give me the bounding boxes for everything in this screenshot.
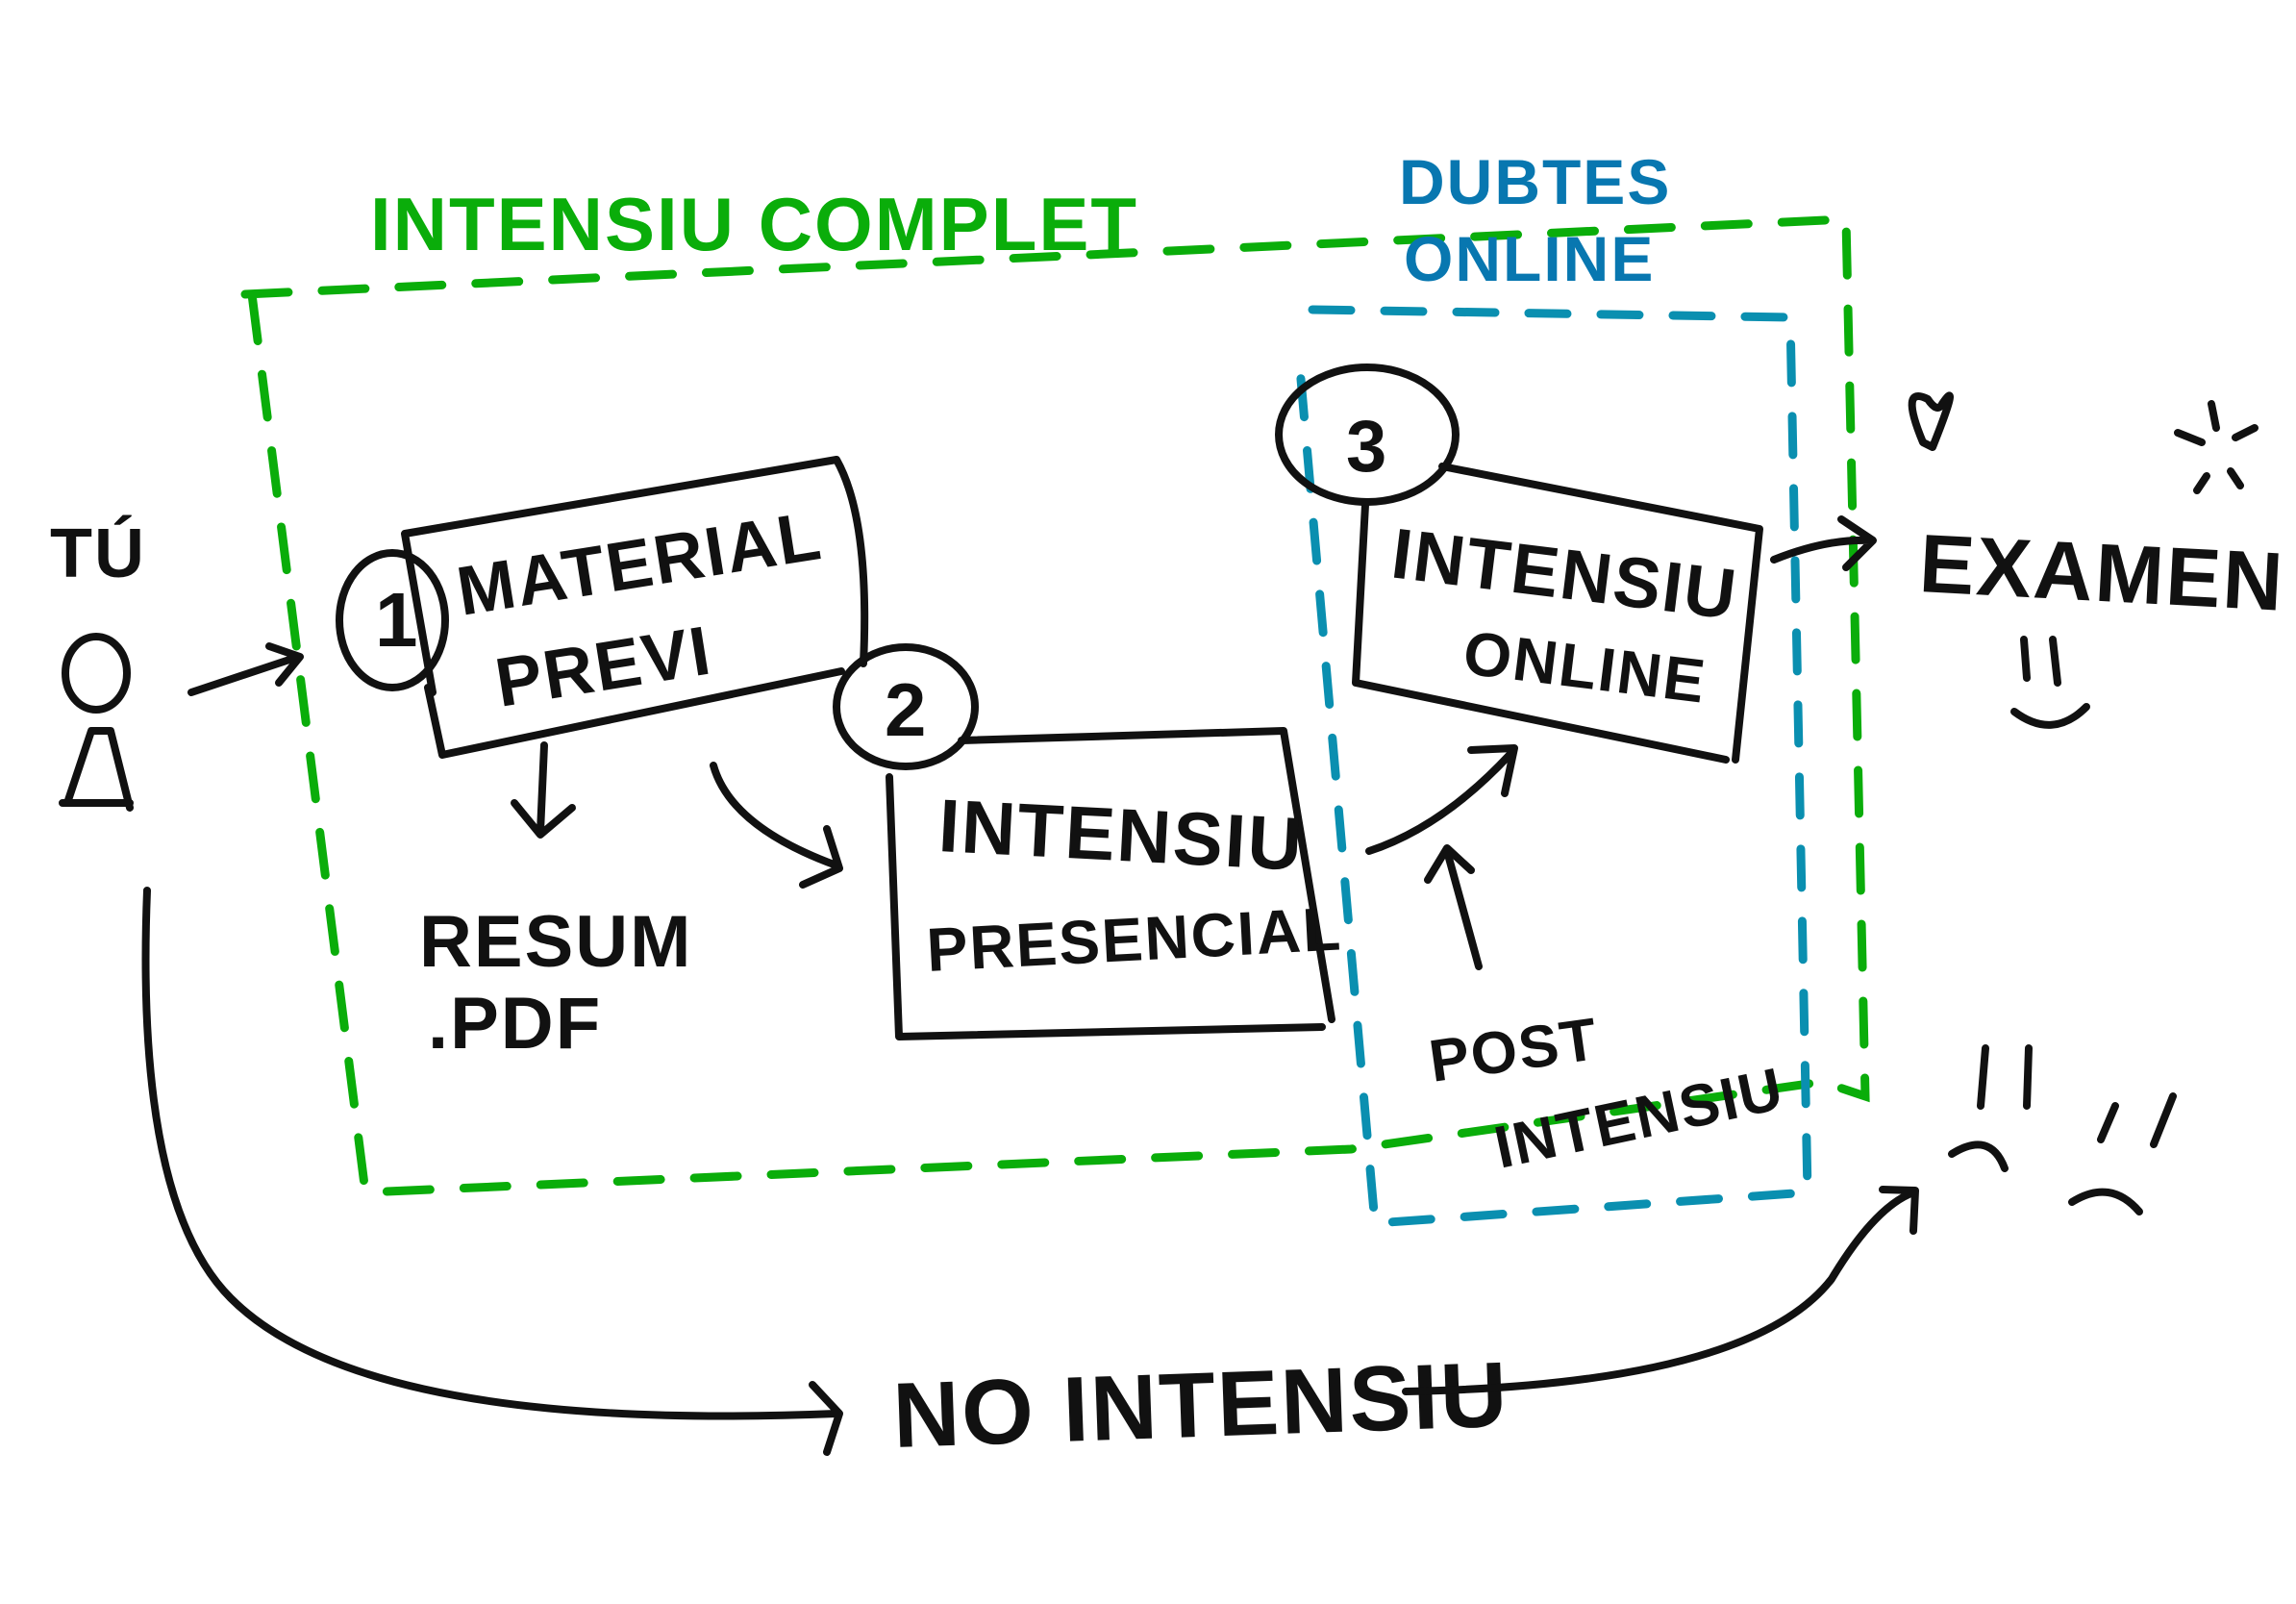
step-2-number: 2 — [885, 667, 928, 752]
step-2-line1: INTENSIU — [936, 783, 1306, 887]
step-3-line1: INTENSIU — [1387, 513, 1742, 634]
group-dubtes-online-border — [1293, 305, 1812, 1228]
step-1-circle — [336, 549, 449, 691]
arrow-post-to-step3 — [1424, 844, 1483, 970]
group-label-complet: INTENSIU COMPLET — [370, 182, 1138, 266]
summary-line1: RESUM — [419, 901, 692, 983]
heart-icon — [1908, 391, 1954, 451]
arrow-step1-to-step2 — [710, 762, 843, 889]
group-label-dubtes: DUBTES — [1399, 146, 1671, 217]
step-3-number: 3 — [1346, 406, 1388, 488]
arrow-to-exam — [1770, 515, 1877, 571]
step-1-box: 1 MATERIAL PREVI — [336, 456, 869, 759]
exam-label: EXAMEN — [1917, 517, 2286, 629]
person-icon — [59, 633, 134, 812]
arrow-to-step1 — [187, 642, 304, 696]
step-3-circle — [1275, 363, 1460, 506]
step-2-box: 2 INTENSIU PRESENCIAL — [833, 643, 1344, 1040]
arrow-to-summary — [511, 741, 576, 839]
actor-label: TÚ — [50, 514, 146, 592]
no-intensive-label: NO INTENSIU — [891, 1343, 1510, 1467]
step-3-line2: ONLINE — [1460, 617, 1710, 715]
group-label-online: ONLINE — [1404, 223, 1655, 294]
no-intensive-path — [141, 887, 843, 1456]
step-1-number: 1 — [375, 577, 420, 663]
summary-line2: .PDF — [428, 983, 602, 1065]
step-3-box: 3 INTENSIU ONLINE — [1275, 363, 1763, 764]
step-2-circle — [833, 643, 979, 770]
arrow-step2-to-step3 — [1365, 744, 1518, 855]
post-line1: POST — [1425, 1006, 1603, 1095]
sad-face-icon — [1948, 1044, 2177, 1216]
step-2-line2: PRESENCIAL — [925, 893, 1344, 985]
happy-face-icon — [2010, 636, 2090, 729]
arrow-to-sad-outcome — [1402, 1186, 1919, 1395]
sparkle-icon — [2174, 400, 2259, 494]
